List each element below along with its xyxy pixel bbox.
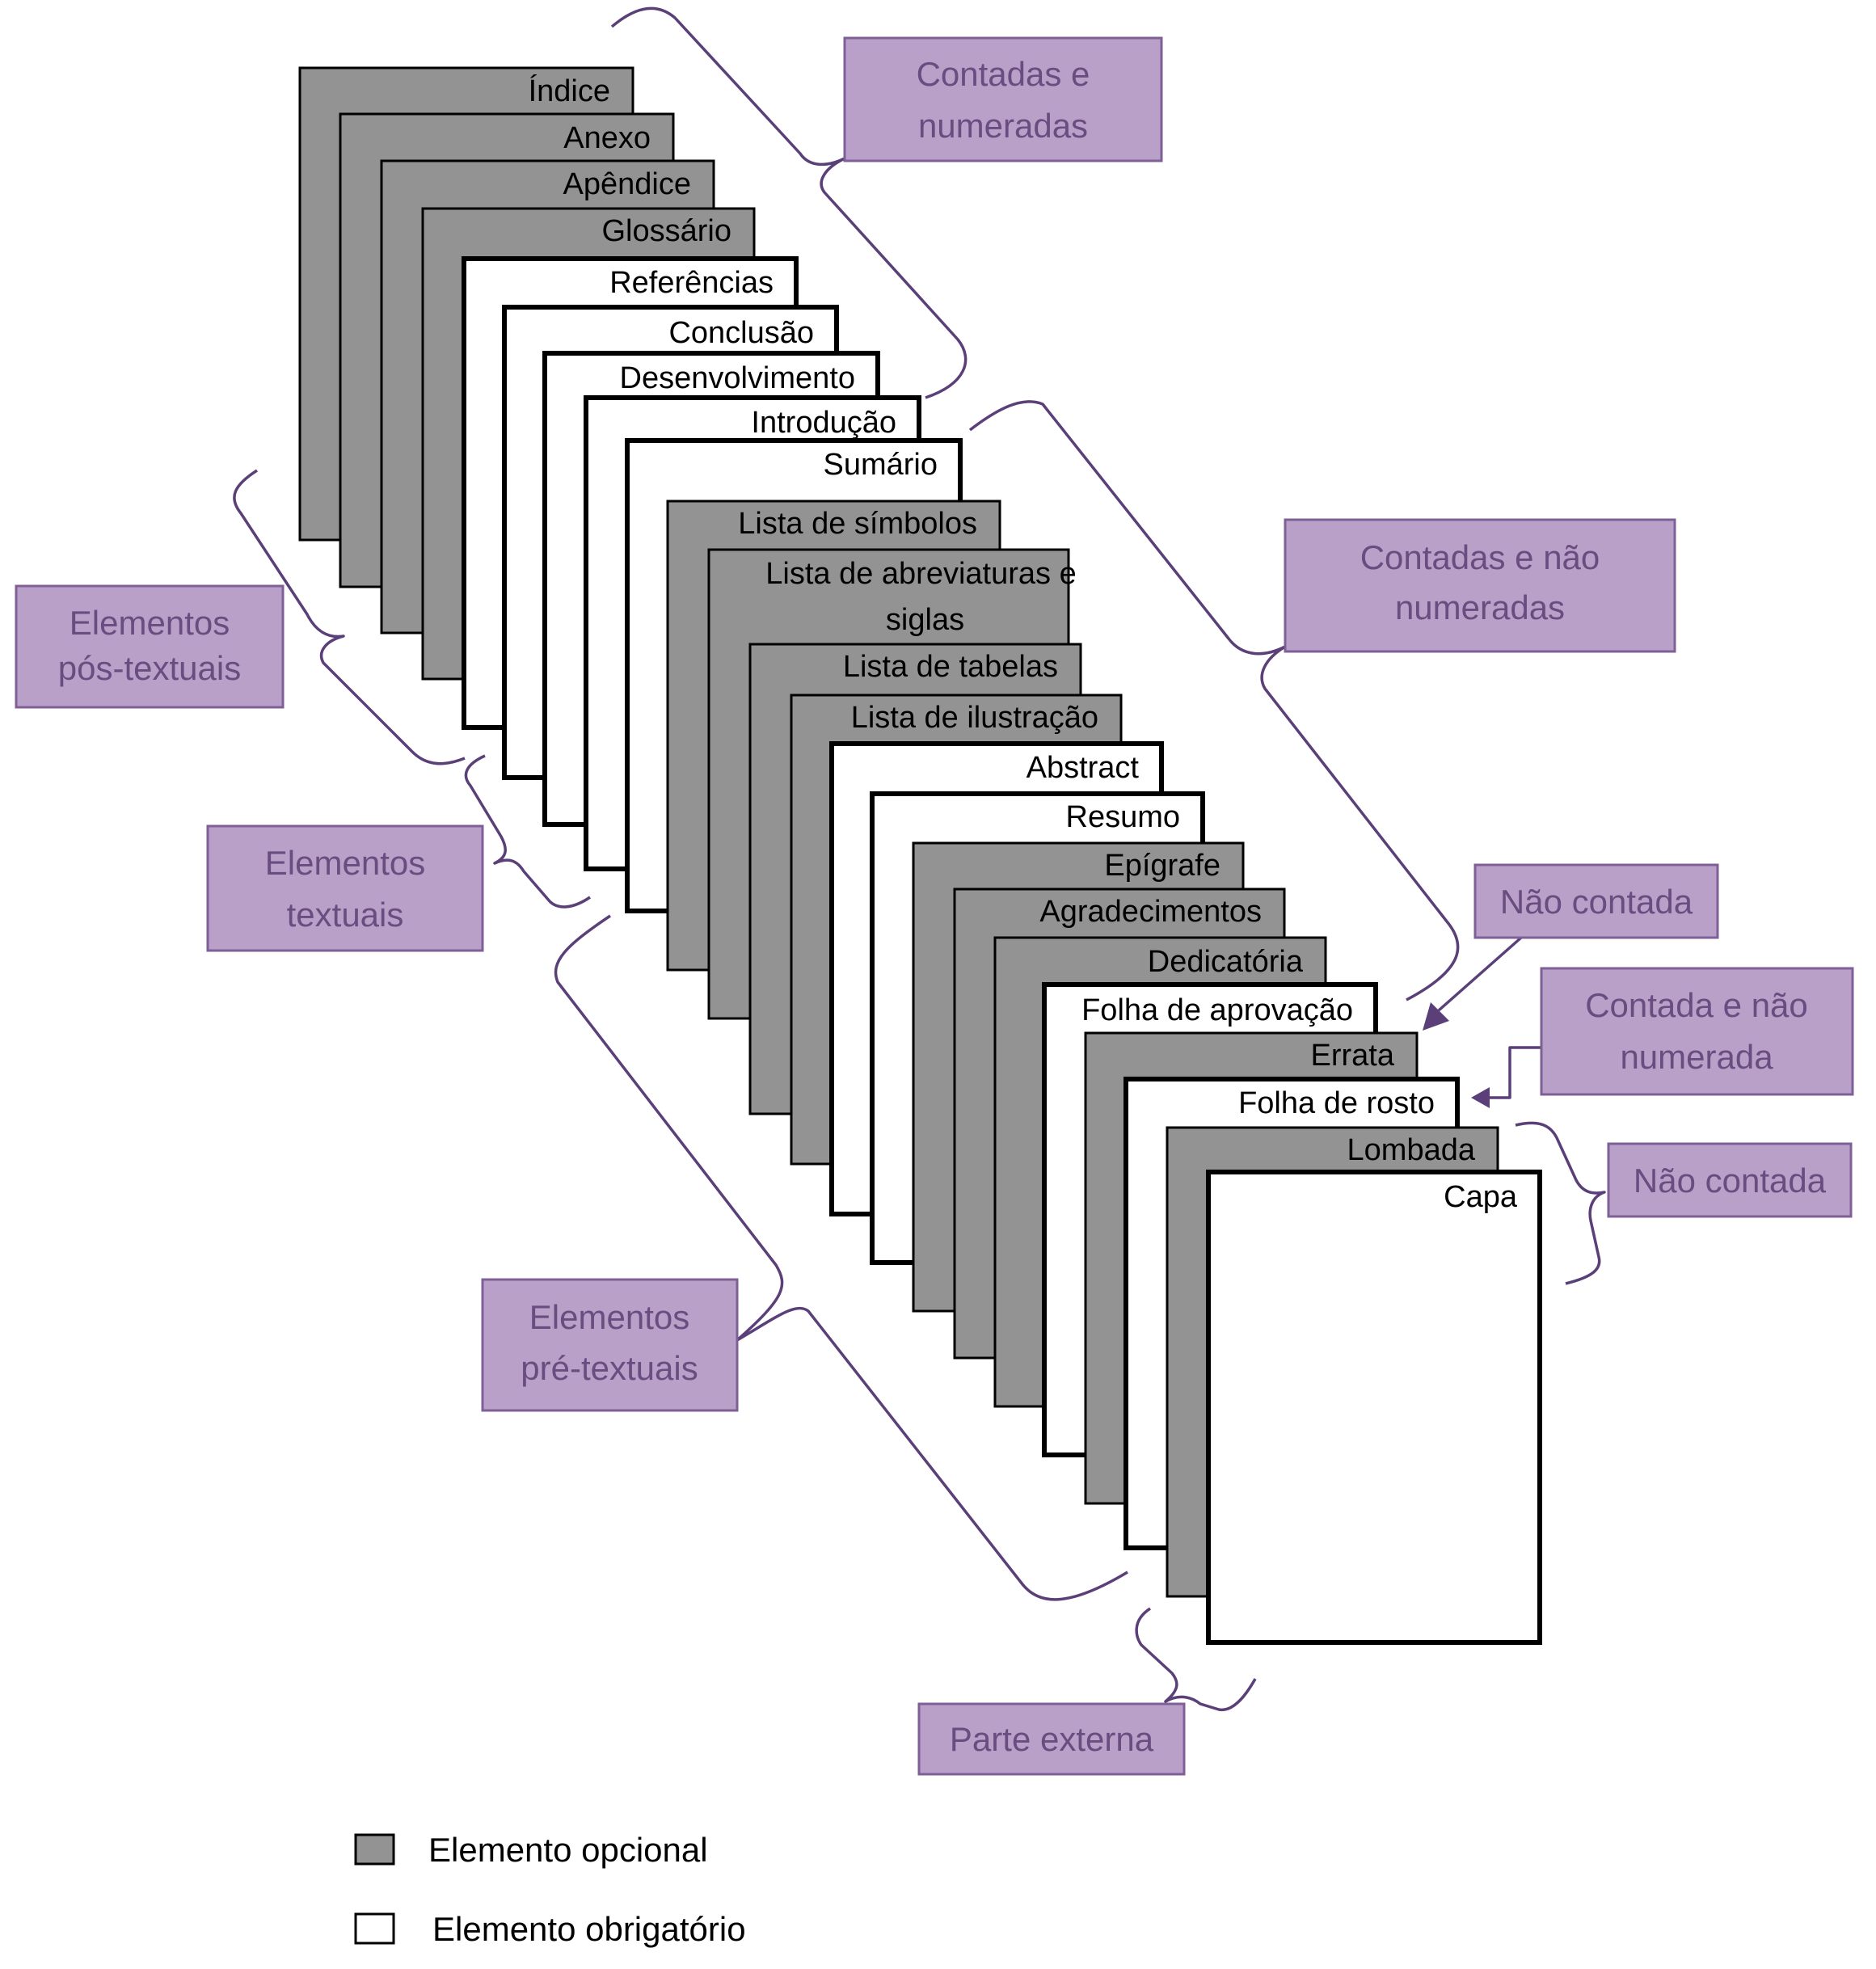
callout-pre-textuais-line1: Elementos (529, 1298, 689, 1336)
callout-contadas-nao-numeradas-line2: numeradas (1395, 588, 1565, 626)
page-label: siglas (886, 603, 964, 637)
callout-contadas-nao-numeradas: Contadas e não numeradas (1284, 518, 1676, 653)
page-label: Índice (529, 74, 610, 108)
page-label: Capa (1444, 1180, 1518, 1214)
page-label: Agradecimentos (1039, 895, 1262, 929)
callout-pos-textuais-line1: Elementos (70, 604, 230, 642)
page-stack: ÍndiceAnexoApêndiceGlossárioReferênciasC… (298, 66, 1542, 1645)
callout-contada-nao-numerada: Contada e não numerada (1540, 967, 1854, 1096)
legend-required-label: Elemento obrigatório (432, 1910, 746, 1948)
callout-nao-contada-2-text: Não contada (1634, 1162, 1827, 1200)
legend-swatch-optional (354, 1833, 395, 1866)
page-label: Sumário (824, 448, 938, 482)
callout-contada-nao-numerada-line1: Contada e não (1585, 986, 1808, 1024)
brace-pos-textuais (233, 469, 466, 765)
callout-nao-contada-1-text: Não contada (1500, 883, 1693, 921)
callout-parte-externa-text: Parte externa (950, 1720, 1154, 1758)
page-label: Apêndice (563, 167, 691, 201)
arrowhead-contada-nao-numerada (1471, 1087, 1490, 1108)
page-label: Lista de ilustração (851, 701, 1098, 735)
page-label: Conclusão (668, 316, 814, 350)
page-label: Abstract (1027, 751, 1140, 785)
page-label: Lista de abreviaturas e (765, 557, 1076, 591)
page-label: Lombada (1347, 1133, 1476, 1167)
legend-optional-label: Elemento opcional (428, 1831, 708, 1869)
callout-contadas-numeradas-line2: numeradas (918, 107, 1088, 145)
callout-pre-textuais: Elementos pré-textuais (481, 1278, 739, 1412)
callout-textuais-line2: textuais (287, 896, 404, 934)
callout-parte-externa: Parte externa (917, 1702, 1186, 1776)
page-label: Epígrafe (1104, 849, 1220, 883)
page-label: Errata (1311, 1039, 1395, 1073)
callout-nao-contada-2: Não contada (1607, 1142, 1853, 1218)
page-label: Introdução (751, 406, 896, 440)
brace-parte-externa (1135, 1607, 1257, 1711)
page-label: Glossário (602, 214, 732, 248)
callout-nao-contada-1: Não contada (1473, 863, 1719, 939)
page-label: Referências (609, 266, 774, 300)
callout-pos-textuais: Elementos pós-textuais (15, 584, 285, 709)
page-label: Anexo (563, 121, 651, 155)
page-label: Lista de símbolos (738, 507, 977, 541)
arrowhead-nao-contada (1423, 1002, 1449, 1031)
callout-textuais-line1: Elementos (265, 844, 425, 882)
page-label: Dedicatória (1148, 945, 1304, 979)
brace-textuais (464, 754, 591, 909)
arrow-nao-contada-line (1437, 936, 1523, 1012)
page-label: Lista de tabelas (843, 650, 1058, 684)
callout-contadas-numeradas: Contadas e numeradas (843, 36, 1163, 162)
brace-nao-contada (1515, 1121, 1606, 1285)
page-label: Folha de rosto (1238, 1086, 1435, 1120)
callout-contadas-nao-numeradas-line1: Contadas e não (1360, 538, 1600, 576)
legend-swatch-required (354, 1912, 395, 1945)
callout-contada-nao-numerada-line2: numerada (1620, 1038, 1773, 1076)
page-required: Capa (1206, 1170, 1542, 1645)
callout-textuais: Elementos textuais (206, 824, 484, 952)
callout-contadas-numeradas-line1: Contadas e (917, 55, 1090, 93)
page-label: Folha de aprovação (1081, 993, 1353, 1027)
callout-pos-textuais-line2: pós-textuais (58, 649, 241, 687)
arrow-contada-nao-numerada-line (1489, 1046, 1541, 1099)
page-box (1206, 1170, 1542, 1645)
legend: Elemento opcional Elemento obrigatório (354, 1831, 746, 1948)
page-label: Desenvolvimento (620, 361, 855, 395)
callout-pre-textuais-line2: pré-textuais (521, 1349, 698, 1387)
page-label: Resumo (1066, 800, 1181, 834)
